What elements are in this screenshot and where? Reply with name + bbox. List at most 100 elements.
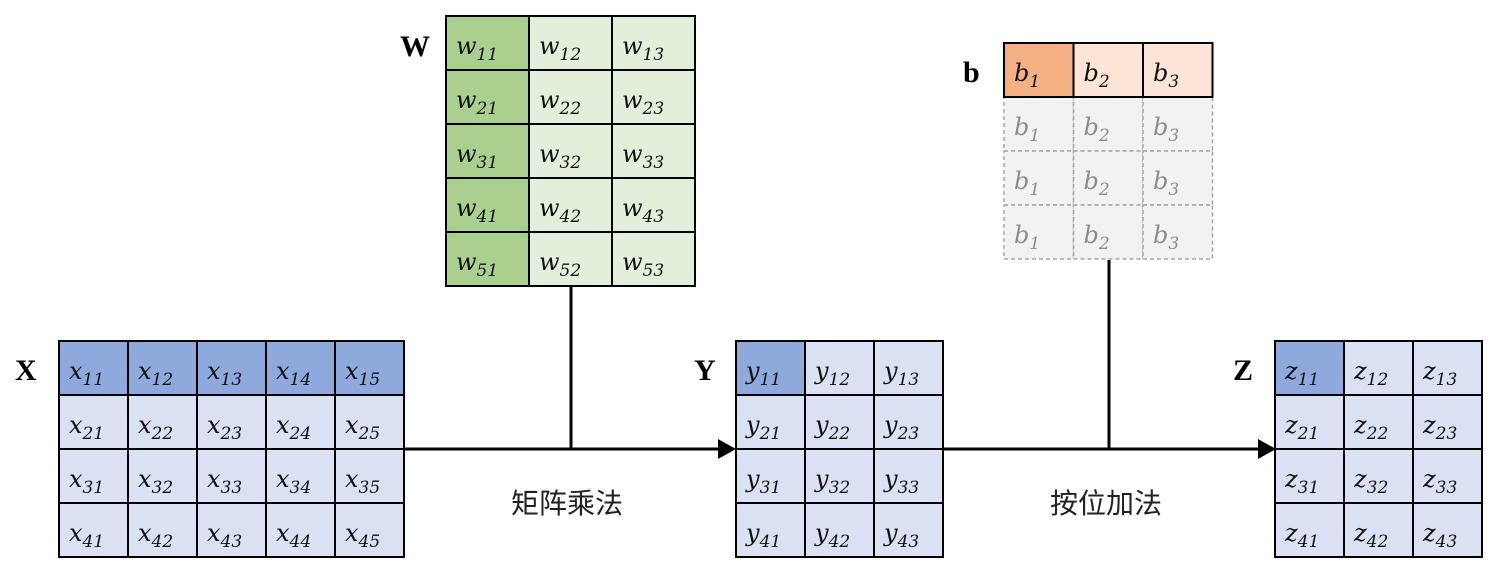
matrix-x-entry-2-3: x23: [207, 411, 242, 444]
matrix-b-cell-4-1: [1003, 204, 1075, 260]
matrix-x-entry-1-1: x11: [69, 357, 104, 390]
label-y: Y: [694, 354, 716, 387]
matrix-x-entry-4-5: x45: [345, 519, 380, 552]
matrix-b-cell-1-3: [1142, 42, 1214, 98]
matrix-z-cell-2-3: [1412, 394, 1483, 450]
matrix-x-entry-3-5: x35: [345, 465, 380, 498]
matrix-w-entry-4-1: w41: [456, 194, 498, 227]
label-z: Z: [1233, 354, 1253, 387]
matrix-z-entry-1-3: z13: [1422, 357, 1457, 390]
matrix-b-cell-3-2: [1072, 150, 1144, 206]
matrix-b-entry-1-2: b2: [1084, 59, 1110, 92]
matrix-w-cell-1-1: [445, 15, 530, 71]
matrix-x-cell-2-3: [196, 394, 267, 450]
matrix-x-entry-3-1: x31: [69, 465, 104, 498]
matrix-w-entry-1-1: w11: [456, 32, 498, 65]
matrix-y-entry-3-2: y32: [814, 465, 850, 498]
matrix-w-entry-5-1: w51: [456, 248, 498, 281]
matrix-x-cell-1-5: [334, 340, 405, 396]
matrix-b-entry-3-3: b3: [1153, 167, 1179, 200]
matrix-b-entry-2-2: b2: [1084, 113, 1110, 146]
matrix-y-entry-2-3: y23: [883, 411, 919, 444]
matrix-x-cell-3-5: [334, 448, 405, 504]
matrix-x-entry-1-5: x15: [345, 357, 380, 390]
matrix-b-cell-2-2: [1072, 96, 1144, 152]
matrix-x-entry-1-4: x14: [276, 357, 311, 390]
matrix-y-entry-3-3: y33: [883, 465, 919, 498]
matrix-z-entry-3-3: z33: [1422, 465, 1457, 498]
matrix-w-entry-5-3: w53: [622, 248, 664, 281]
matrix-b-entry-3-1: b1: [1014, 167, 1040, 200]
matrix-x-cell-2-5: [334, 394, 405, 450]
matmul-arrowhead: [718, 439, 736, 459]
matrix-w-entry-3-2: w32: [539, 140, 581, 173]
matrix-b-entry-4-1: b1: [1014, 221, 1040, 254]
matrix-z-cell-3-3: [1412, 448, 1483, 504]
matrix-b-cell-3-1: [1003, 150, 1075, 206]
matrix-b-cell-2-3: [1142, 96, 1214, 152]
matrix-x-entry-3-4: x34: [276, 465, 311, 498]
matrix-y-cell-4-3: [873, 502, 944, 558]
matrix-w-entry-2-2: w22: [539, 86, 581, 119]
matrix-y-entry-1-3: y13: [883, 357, 919, 390]
matrix-x-entry-4-2: x42: [138, 519, 173, 552]
matrix-y-entry-1-1: y11: [745, 357, 781, 390]
matrix-x-cell-3-2: [127, 448, 198, 504]
matrix-b-entry-4-3: b3: [1153, 221, 1179, 254]
matrix-x-entry-4-3: x43: [207, 519, 242, 552]
matrix-y-entry-1-2: y12: [814, 357, 850, 390]
matrix-z-entry-3-2: z32: [1353, 465, 1388, 498]
matrix-x-entry-3-2: x32: [138, 465, 173, 498]
elementwise-add-label: 按位加法: [1050, 487, 1162, 520]
matrix-x-entry-1-3: x13: [207, 357, 242, 390]
matmul-label: 矩阵乘法: [511, 487, 623, 520]
matrix-z-entry-2-2: z22: [1353, 411, 1388, 444]
matrix-w-cell-5-2: [528, 231, 613, 287]
matrix-z-entry-4-2: z42: [1353, 519, 1388, 552]
label-w: W: [400, 30, 430, 63]
matrix-z-cell-4-3: [1412, 502, 1483, 558]
matrix-b-entry-2-1: b1: [1014, 113, 1040, 146]
matrix-w-cell-4-3: [611, 177, 696, 233]
matrix-y-entry-2-2: y22: [814, 411, 850, 444]
matrix-z-entry-1-1: z11: [1284, 357, 1319, 390]
matrix-x-entry-2-5: x25: [345, 411, 380, 444]
matrix-b-entry-1-1: b1: [1014, 59, 1040, 92]
matrix-y-cell-1-3: [873, 340, 944, 396]
matrix-w-entry-1-2: w12: [539, 32, 581, 65]
matrix-z-entry-3-1: z31: [1284, 465, 1319, 498]
matrix-z-cell-3-2: [1343, 448, 1414, 504]
matrix-y-cell-2-3: [873, 394, 944, 450]
matrix-w-entry-2-1: w21: [456, 86, 498, 119]
matrix-z-cell-1-2: [1343, 340, 1414, 396]
matrix-x-cell-1-2: [127, 340, 198, 396]
matrix-w-entry-2-3: w23: [622, 86, 664, 119]
matrix-w-entry-3-3: w33: [622, 140, 664, 173]
matrix-x-entry-4-4: x44: [276, 519, 311, 552]
matrix-y-cell-4-1: [735, 502, 806, 558]
matrix-b-first-row-border: [1003, 42, 1214, 98]
matrix-b-entry-3-2: b2: [1084, 167, 1110, 200]
matrix-x-entry-2-4: x24: [276, 411, 311, 444]
matrix-x-cell-4-1: [58, 502, 129, 558]
matrix-z-entry-1-2: z12: [1353, 357, 1388, 390]
matrix-x-entry-2-1: x21: [69, 411, 104, 444]
matrix-b-entry-4-2: b2: [1084, 221, 1110, 254]
matrix-b-cell-4-3: [1142, 204, 1214, 260]
matrix-x-entry-1-2: x12: [138, 357, 173, 390]
matrix-w-entry-3-1: w31: [456, 140, 498, 173]
matrix-y-entry-2-1: y21: [745, 411, 781, 444]
matrix-w-entry-4-3: w43: [622, 194, 664, 227]
matrix-x-cell-4-3: [196, 502, 267, 558]
matrix-z-cell-4-2: [1343, 502, 1414, 558]
matrix-w-entry-4-2: w42: [539, 194, 581, 227]
matrix-b-cell-4-2: [1072, 204, 1144, 260]
matrix-y-entry-3-1: y31: [745, 465, 781, 498]
matrix-x-cell-3-3: [196, 448, 267, 504]
matrix-w-cell-1-2: [528, 15, 613, 71]
